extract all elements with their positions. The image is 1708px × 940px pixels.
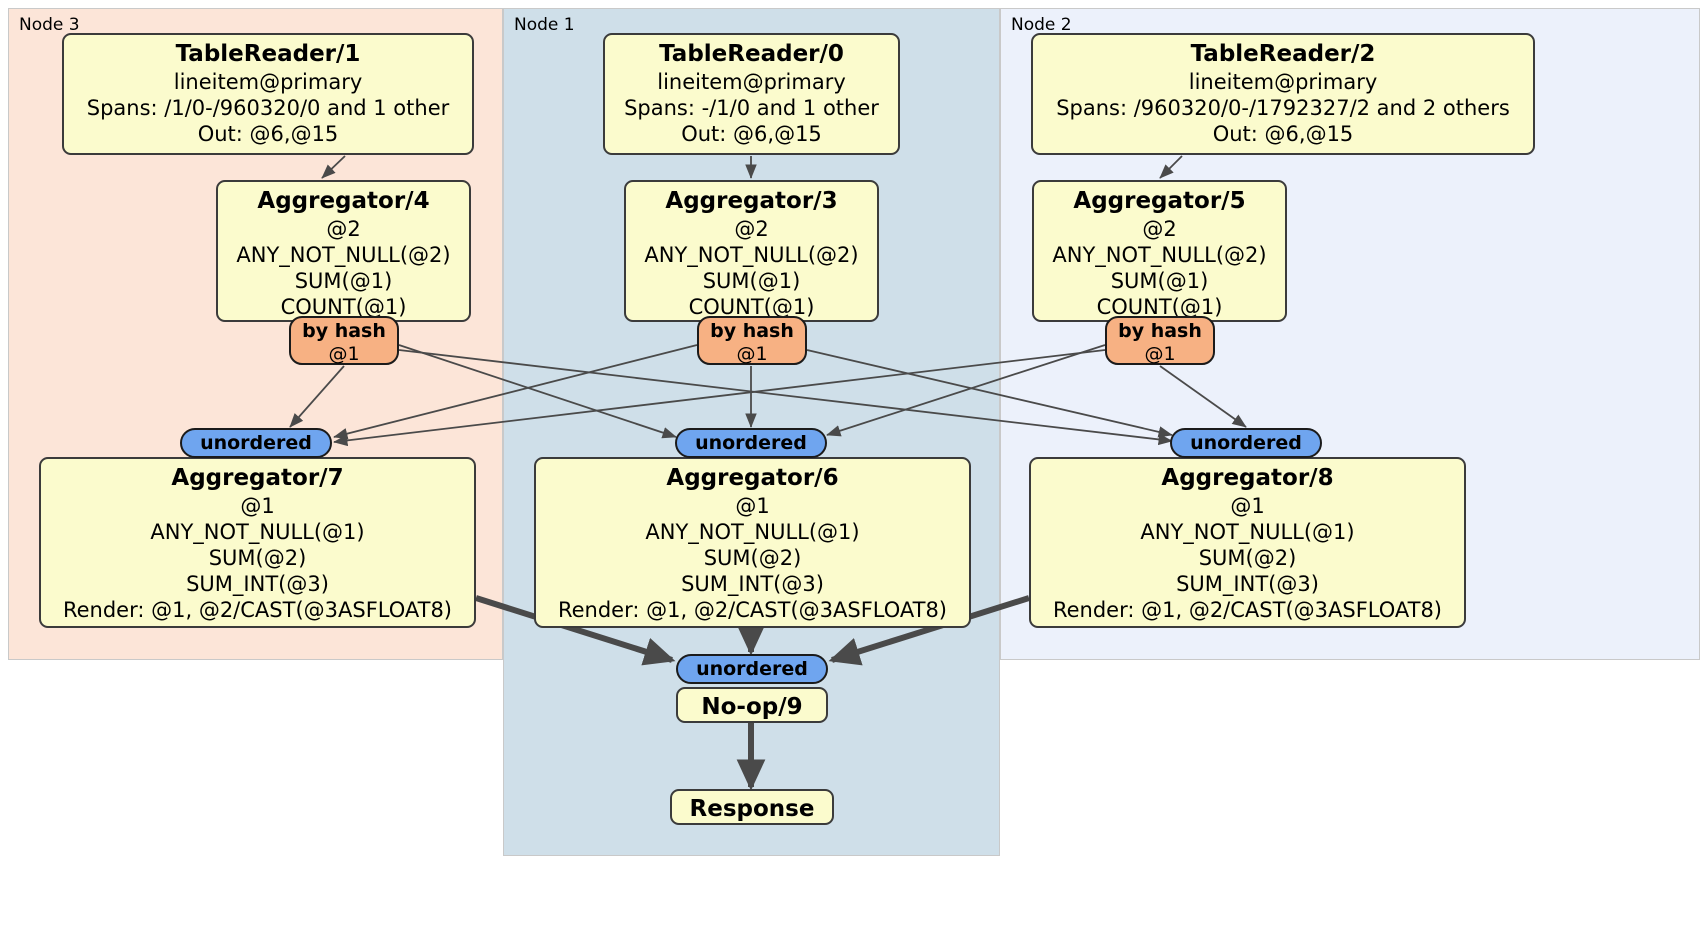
badge-label: unordered [696, 658, 808, 680]
badge-unordered-right[interactable]: unordered [1170, 428, 1322, 458]
processor-title: Aggregator/6 [666, 465, 839, 491]
processor-detail-line: SUM(@1) [1110, 269, 1209, 293]
badge-sublabel: @1 [736, 343, 768, 365]
processor-detail-line: ANY_NOT_NULL(@2) [236, 243, 451, 267]
processor-detail-line: @1 [1230, 494, 1265, 518]
badge-label: by hash [302, 320, 386, 342]
processor-title: Aggregator/7 [171, 465, 344, 491]
processor-title: TableReader/1 [175, 41, 361, 67]
processor-detail-line: @2 [1142, 217, 1177, 241]
badge-sublabel: @1 [1144, 343, 1176, 365]
processor-detail-line: ANY_NOT_NULL(@2) [1052, 243, 1267, 267]
processor-title: No-op/9 [701, 694, 803, 720]
badge-label: by hash [710, 320, 794, 342]
processor-detail-line: Spans: /960320/0-/1792327/2 and 2 others [1056, 96, 1510, 120]
badge-label: unordered [200, 432, 312, 454]
processor-detail-line: COUNT(@1) [1096, 295, 1223, 319]
processor-detail-line: SUM(@2) [1198, 546, 1297, 570]
processor-detail-line: Spans: /1/0-/960320/0 and 1 other [86, 96, 450, 120]
processor-detail-line: COUNT(@1) [688, 295, 815, 319]
processor-title: Aggregator/5 [1073, 188, 1246, 214]
processor-title: TableReader/0 [659, 41, 844, 67]
processor-detail-line: @1 [240, 494, 275, 518]
node-region-label: Node 2 [1011, 15, 1072, 35]
badge-label: unordered [695, 432, 807, 454]
processor-detail-line: ANY_NOT_NULL(@2) [644, 243, 859, 267]
processor-detail-line: Out: @6,@15 [681, 122, 822, 146]
processor-detail-line: SUM(@2) [208, 546, 307, 570]
processor-detail-line: Spans: -/1/0 and 1 other [624, 96, 879, 120]
badge-hash-left[interactable]: by hash@1 [289, 316, 399, 365]
badge-hash-center[interactable]: by hash@1 [697, 316, 807, 365]
processor-detail-line: lineitem@primary [657, 70, 846, 94]
processor-title: Aggregator/4 [257, 188, 430, 214]
processor-title: Aggregator/3 [665, 188, 838, 214]
processor-detail-line: ANY_NOT_NULL(@1) [1140, 520, 1355, 544]
processor-detail-line: Render: @1, @2/CAST(@3ASFLOAT8) [62, 598, 453, 622]
processor-detail-line: SUM(@1) [294, 269, 393, 293]
processor-detail-line: ANY_NOT_NULL(@1) [645, 520, 860, 544]
processor-detail-line: Out: @6,@15 [1212, 122, 1354, 146]
processor-detail-line: @2 [326, 217, 361, 241]
badge-unordered-left[interactable]: unordered [180, 428, 332, 458]
badge-label: by hash [1118, 320, 1202, 342]
processor-title: TableReader/2 [1190, 41, 1376, 67]
processor-detail-line: lineitem@primary [173, 70, 363, 94]
processor-detail-line: SUM(@1) [702, 269, 801, 293]
processor-detail-line: @1 [735, 494, 770, 518]
badge-hash-right[interactable]: by hash@1 [1105, 316, 1215, 365]
node-region-label: Node 3 [19, 15, 80, 35]
processor-detail-line: Render: @1, @2/CAST(@3ASFLOAT8) [557, 598, 948, 622]
badge-unordered-center[interactable]: unordered [675, 428, 827, 458]
processor-title: Aggregator/8 [1161, 465, 1334, 491]
processor-title: Response [689, 796, 815, 822]
processor-detail-line: @2 [734, 217, 769, 241]
node-region-label: Node 1 [514, 15, 575, 35]
badge-sublabel: @1 [328, 343, 360, 365]
processor-noop9[interactable]: No-op/9 [676, 687, 828, 723]
badge-unordered-final[interactable]: unordered [676, 654, 828, 684]
processor-detail-line: COUNT(@1) [280, 295, 407, 319]
processor-detail-line: Out: @6,@15 [197, 122, 339, 146]
processor-detail-line: SUM_INT(@3) [681, 572, 824, 596]
processor-detail-line: Render: @1, @2/CAST(@3ASFLOAT8) [1052, 598, 1443, 622]
processor-detail-line: SUM_INT(@3) [1176, 572, 1319, 596]
processor-detail-line: SUM(@2) [703, 546, 802, 570]
badge-label: unordered [1190, 432, 1302, 454]
processor-detail-line: SUM_INT(@3) [186, 572, 329, 596]
processor-detail-line: ANY_NOT_NULL(@1) [150, 520, 365, 544]
processor-detail-line: lineitem@primary [1188, 70, 1378, 94]
processor-response[interactable]: Response [670, 789, 834, 825]
